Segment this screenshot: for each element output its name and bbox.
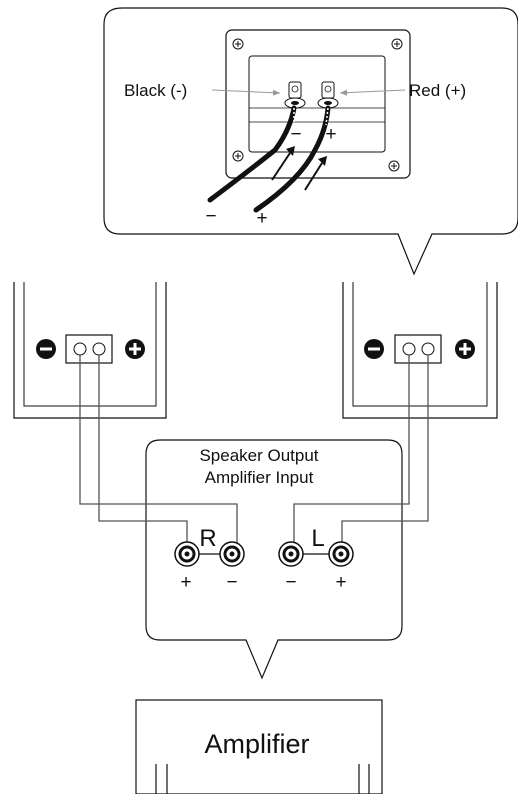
arrow-icon	[271, 146, 295, 181]
amplifier-section-bubble	[145, 439, 403, 680]
red-terminal-label: Red (+)	[409, 81, 466, 100]
terminal-plate	[225, 29, 411, 179]
rca-jack-icon	[174, 541, 200, 567]
plus-circle-icon	[125, 339, 145, 359]
screw-icon	[388, 160, 400, 172]
left-plus-sign: +	[335, 572, 346, 593]
arrow-icon	[211, 89, 281, 96]
arrow-icon	[304, 156, 327, 191]
screw-icon	[232, 38, 244, 50]
left-channel-label: L	[311, 525, 324, 552]
section-title-line1: Speaker Output	[199, 446, 318, 465]
rca-jack-icon	[328, 541, 354, 567]
amplifier-label: Amplifier	[204, 729, 309, 759]
minus-circle-icon	[364, 339, 384, 359]
callout-bubble	[103, 7, 518, 276]
binding-post-icon	[317, 81, 339, 109]
rca-jack-icon	[219, 541, 245, 567]
section-title-line2: Amplifier Input	[205, 468, 314, 487]
amplifier-box	[135, 699, 383, 794]
terminal-minus-sign: −	[290, 124, 301, 145]
speaker-wires	[79, 355, 429, 548]
right-plus-sign: +	[180, 572, 191, 593]
wire-plus-sign: +	[256, 208, 267, 229]
rca-jack-icon	[278, 541, 304, 567]
wire-positive	[253, 105, 331, 213]
left-minus-sign: −	[285, 572, 296, 593]
minus-circle-icon	[36, 339, 56, 359]
plus-circle-icon	[455, 339, 475, 359]
terminal-plus-sign: +	[325, 124, 336, 145]
arrow-icon	[339, 89, 406, 96]
right-channel-label: R	[199, 525, 216, 552]
screw-icon	[391, 38, 403, 50]
right-speaker	[342, 282, 498, 419]
binding-post-icon	[284, 81, 306, 109]
left-speaker	[13, 282, 167, 419]
screw-icon	[232, 150, 244, 162]
right-minus-sign: −	[226, 572, 237, 593]
black-terminal-label: Black (-)	[124, 81, 187, 100]
wire-minus-sign: −	[205, 206, 216, 227]
terminal-cup	[248, 55, 386, 153]
wire-negative	[207, 105, 297, 203]
